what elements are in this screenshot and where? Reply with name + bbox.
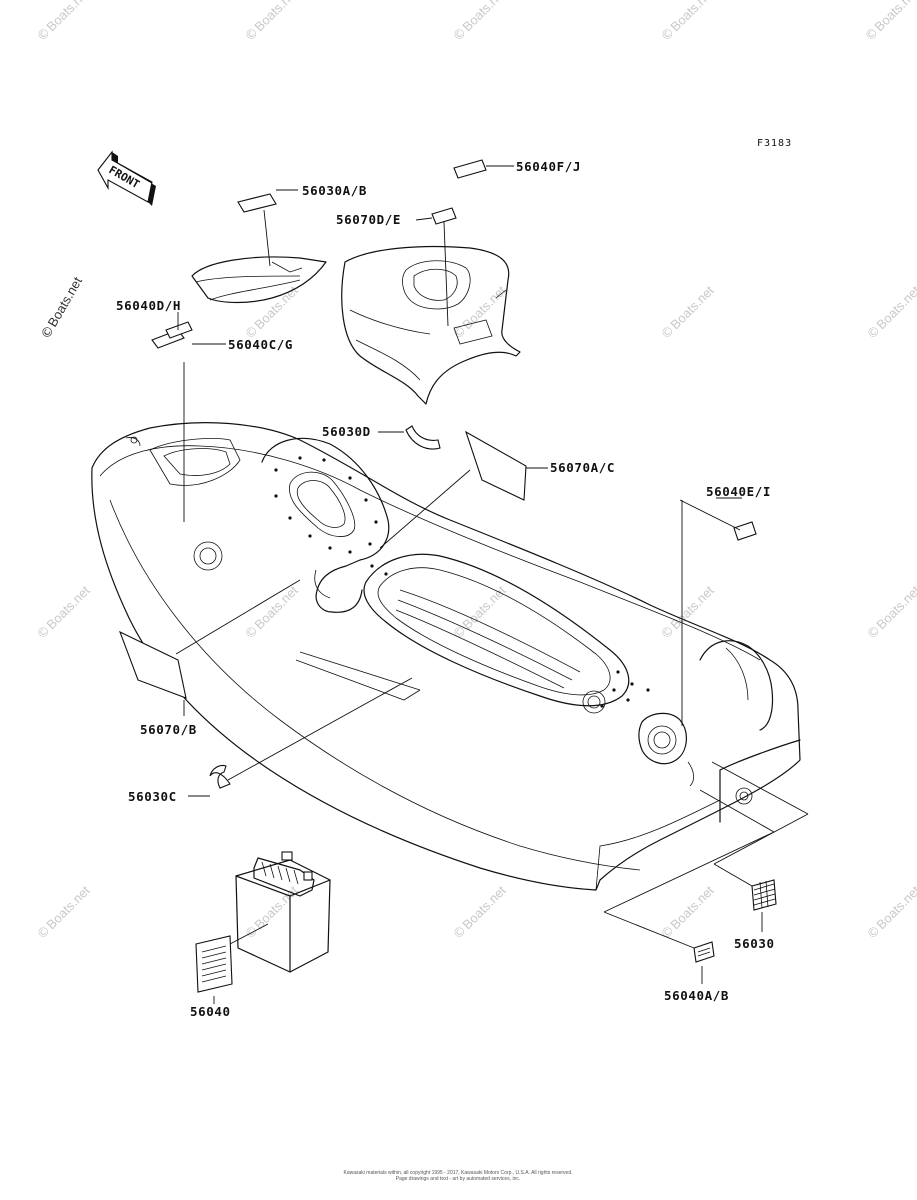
svg-text:Boats.net: Boats.net: [871, 0, 917, 34]
svg-text:©: ©: [38, 323, 57, 342]
label-56070de: 56070D/E: [336, 212, 401, 227]
svg-text:Boats.net: Boats.net: [251, 883, 301, 933]
svg-text:Boats.net: Boats.net: [667, 0, 717, 34]
decal-56030d: [405, 425, 441, 450]
label-56030ab: 56030A/B: [302, 183, 367, 198]
watermark: ©Boats.net: [862, 0, 917, 45]
decal-56040ei: [733, 521, 757, 541]
label-56070b: 56070/B: [140, 722, 197, 737]
figure-code: F3183: [757, 138, 792, 149]
decal-56070b: [119, 630, 187, 699]
watermark: ©Boats.net: [242, 0, 301, 45]
leader-lines: [175, 165, 809, 1004]
svg-text:Boats.net: Boats.net: [43, 583, 93, 633]
label-56040: 56040: [190, 1004, 231, 1019]
decal-56030: [751, 879, 777, 911]
watermark: ©Boats.net: [658, 883, 717, 943]
watermark: ©Boats.net: [864, 283, 917, 343]
svg-text:Boats.net: Boats.net: [43, 0, 93, 34]
footer-credit: Page drawings and text - art by automate…: [396, 1176, 521, 1182]
watermark: ©Boats.net: [864, 583, 917, 643]
svg-text:Boats.net: Boats.net: [251, 583, 301, 633]
label-56040dh: 56040D/H: [116, 298, 181, 313]
svg-text:Boats.net: Boats.net: [43, 883, 93, 933]
watermark: ©Boats.net: [34, 883, 93, 943]
label-56040ei: 56040E/I: [706, 484, 771, 499]
battery: [235, 851, 331, 973]
svg-text:Boats.net: Boats.net: [667, 883, 717, 933]
svg-text:Boats.net: Boats.net: [459, 583, 509, 633]
watermark: ©Boats.net: [864, 883, 917, 943]
decal-56040cg: [165, 321, 193, 339]
decals: [119, 159, 777, 993]
svg-text:Boats.net: Boats.net: [667, 583, 717, 633]
svg-text:Boats.net: Boats.net: [251, 0, 301, 34]
watermark: ©Boats.net: [658, 283, 717, 343]
label-56070ac: 56070A/C: [550, 460, 615, 475]
watermark: ©Boats.net: [242, 283, 301, 343]
svg-text:Boats.net: Boats.net: [873, 583, 917, 633]
hull: [91, 422, 801, 891]
hood-cover: [191, 256, 327, 304]
watermark: ©Boats.net: [658, 0, 717, 45]
label-56040fj: 56040F/J: [516, 159, 581, 174]
decal-56040fj: [453, 159, 487, 179]
svg-text:Boats.net: Boats.net: [459, 883, 509, 933]
decal-56030c: [209, 764, 231, 789]
footer-copyright: Kawasaki materials within, all copyright…: [344, 1170, 573, 1176]
watermark: ©Boats.net: [450, 0, 509, 45]
watermark: ©Boats.net: [242, 583, 301, 643]
label-56030c: 56030C: [128, 789, 177, 804]
svg-text:Boats.net: Boats.net: [873, 883, 917, 933]
decal-56040ab: [693, 941, 715, 963]
svg-text:Boats.net: Boats.net: [45, 274, 86, 329]
decal-56030ab: [237, 193, 277, 213]
part-labels: 56040F/J 56030A/B 56070D/E 56040D/H 5604…: [116, 159, 775, 1019]
svg-text:Boats.net: Boats.net: [873, 283, 917, 333]
watermark: ©Boats.net: [450, 283, 509, 343]
label-56040ab: 56040A/B: [664, 988, 729, 1003]
watermark: ©Boats.net: [242, 883, 301, 943]
watermark: ©Boats.net: [450, 883, 509, 943]
front-arrow-icon: FRONT: [97, 150, 156, 206]
label-56030d: 56030D: [322, 424, 371, 439]
label-56040cg: 56040C/G: [228, 337, 293, 352]
seat-cowl: [341, 245, 521, 405]
label-56030: 56030: [734, 936, 775, 951]
decal-56070ac: [465, 430, 527, 501]
decal-56040: [195, 935, 233, 993]
watermark: ©Boats.net: [34, 0, 93, 45]
svg-text:Boats.net: Boats.net: [459, 0, 509, 34]
decal-56070de: [431, 207, 457, 225]
watermark: ©Boats.net: [38, 274, 86, 342]
watermark: ©Boats.net: [34, 583, 93, 643]
svg-text:Boats.net: Boats.net: [667, 283, 717, 333]
